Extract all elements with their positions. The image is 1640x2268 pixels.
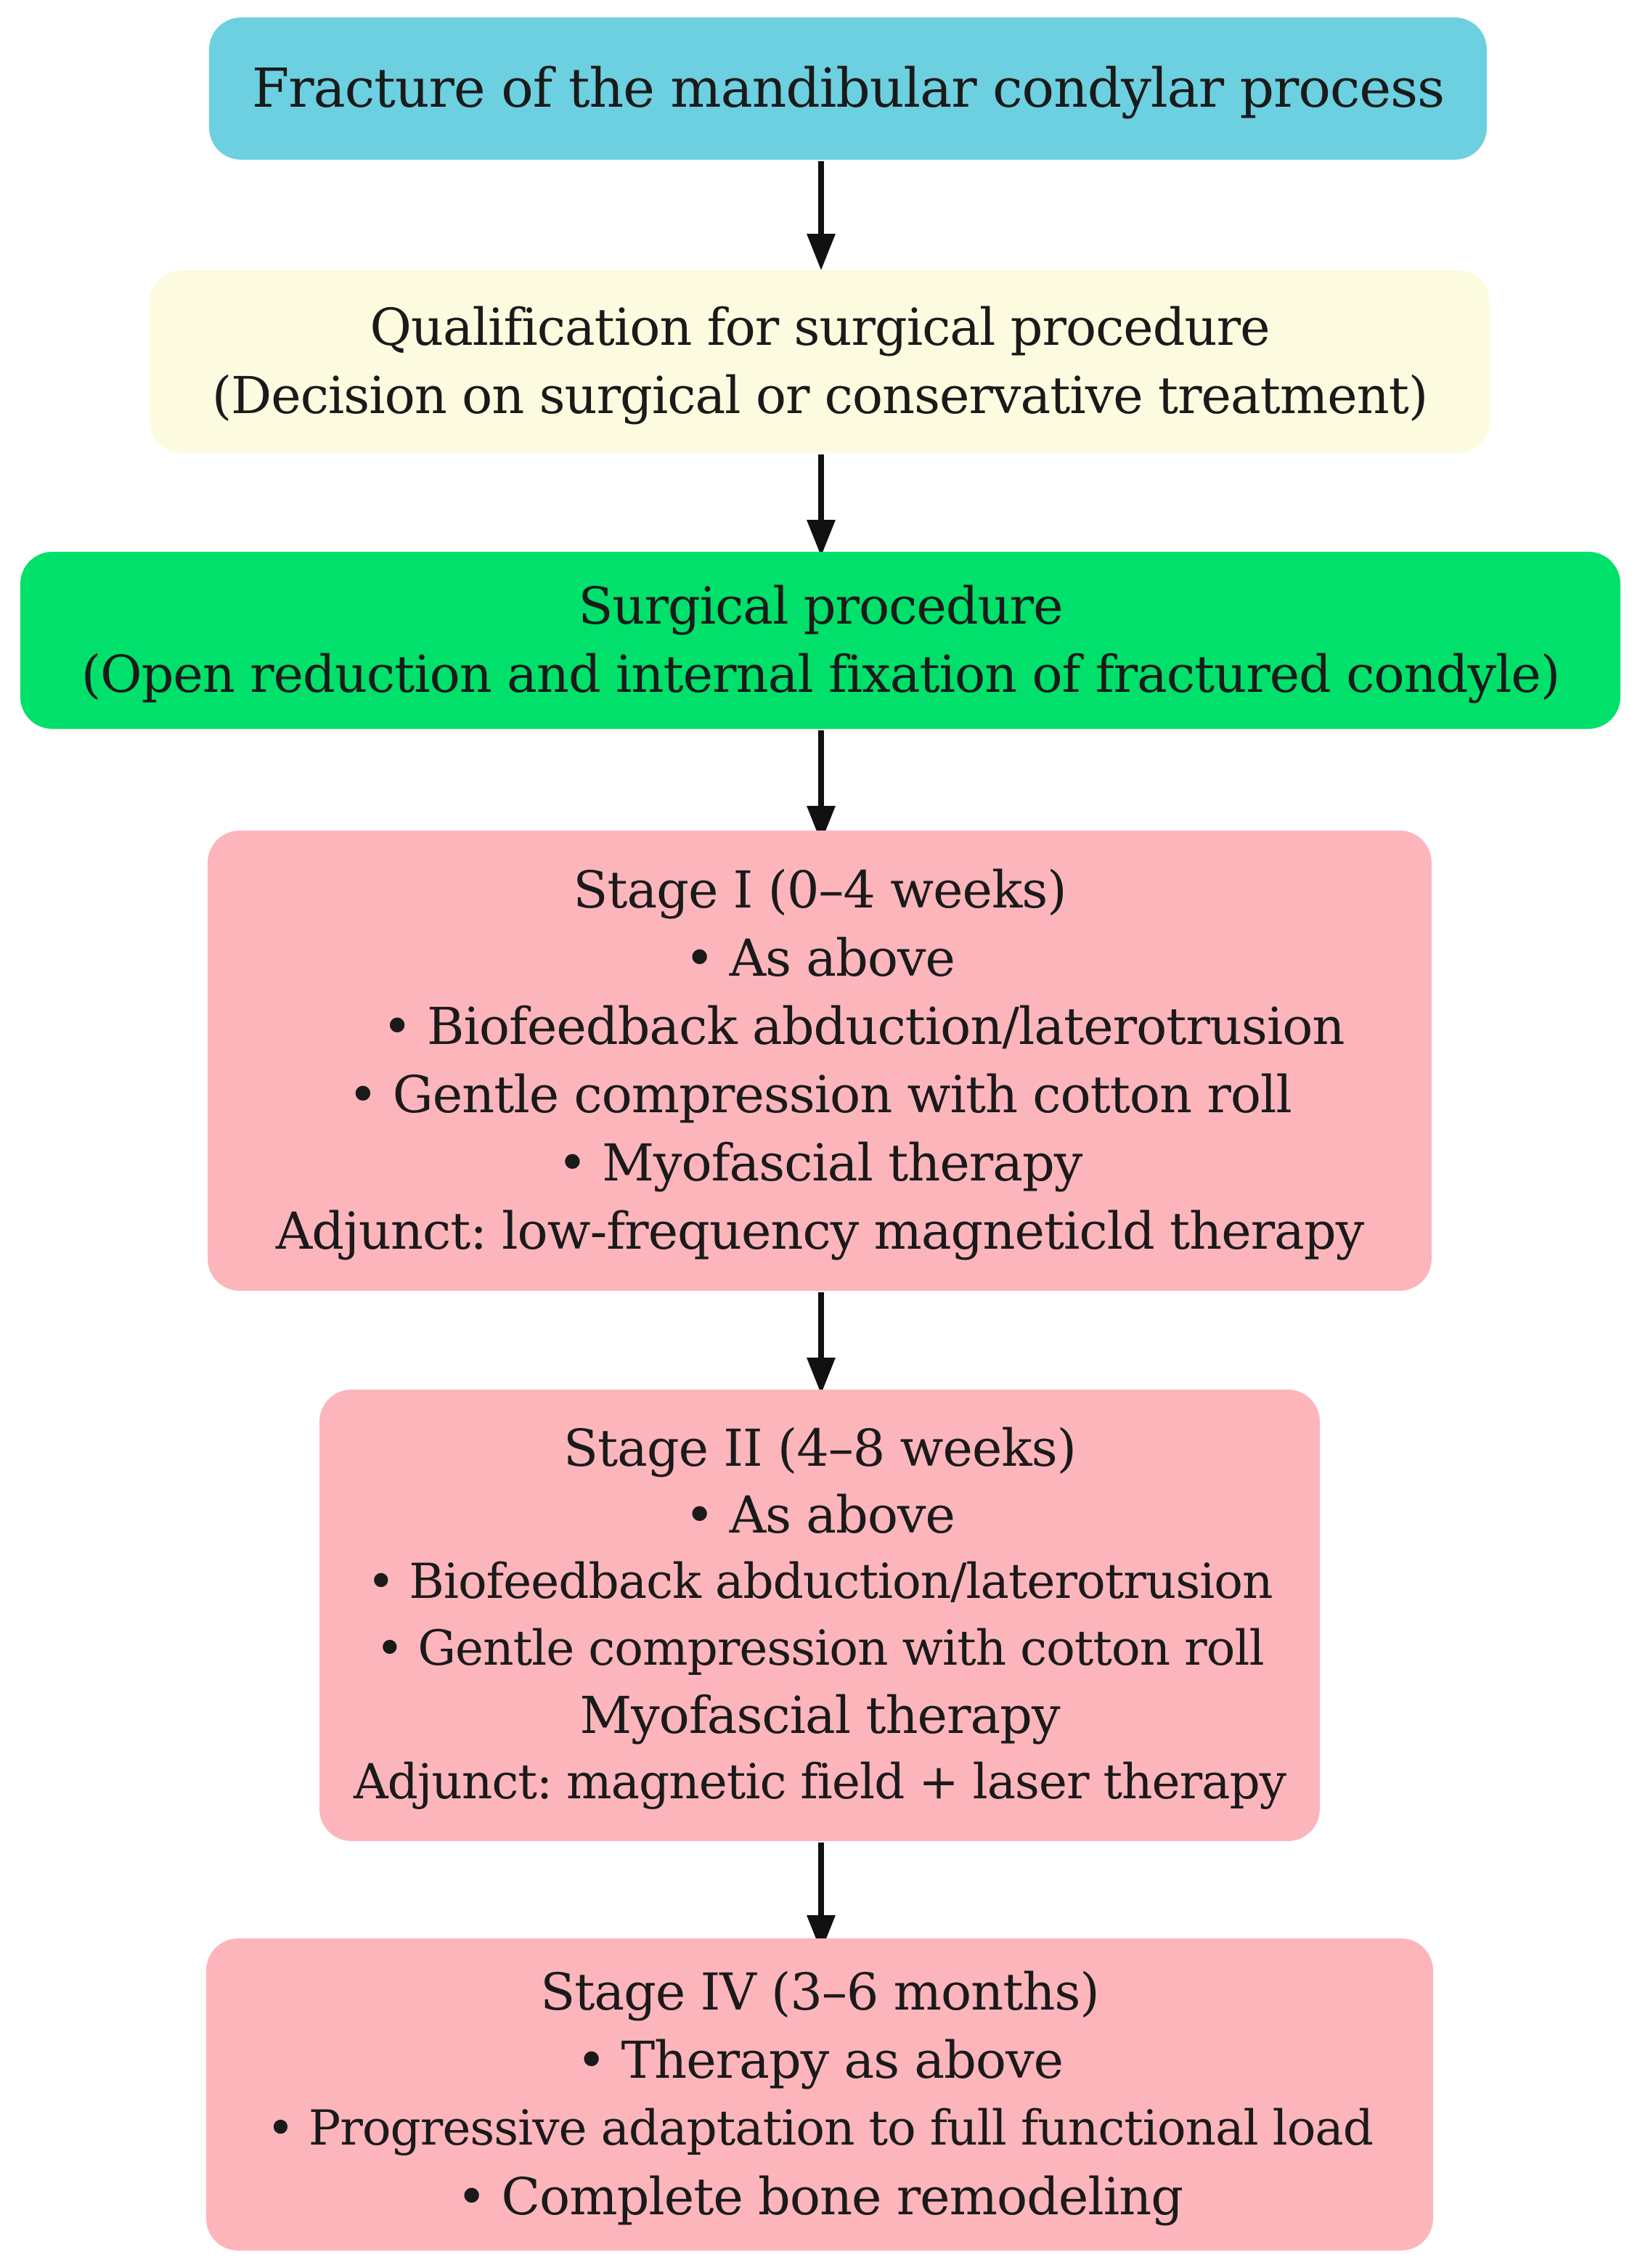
qualification-box: Qualification for surgical procedure (De… xyxy=(150,270,1490,453)
arrow-down-icon xyxy=(807,1292,836,1394)
stage-1-title: Stage I (0–4 weeks) xyxy=(573,860,1066,920)
arrow-down-icon xyxy=(807,1843,836,1951)
arrow-down xyxy=(805,1292,837,1394)
stage-4-item: • Complete bone remodeling xyxy=(456,2167,1183,2227)
arrow-down-icon xyxy=(807,454,836,556)
stage-4-box: Stage IV (3–6 months) • Therapy as above… xyxy=(206,1938,1433,2251)
arrow-down xyxy=(805,161,837,270)
stage-1-item: • Myofascial therapy xyxy=(557,1133,1083,1193)
arrow-down xyxy=(805,1843,837,1951)
stage-2-adjunct: Adjunct: magnetic field + laser therapy xyxy=(353,1754,1286,1810)
stage-2-item: Myofascial therapy xyxy=(579,1686,1060,1745)
stage-1-item: • Biofeedback abduction/laterotrusion xyxy=(382,997,1345,1056)
stage-1-item: • Gentle compression with cotton roll xyxy=(348,1065,1292,1125)
surgical-subtitle: (Open reduction and internal fixation of… xyxy=(81,645,1560,704)
stage-2-item: • Gentle compression with cotton roll xyxy=(375,1620,1264,1676)
stage-2-box: Stage II (4–8 weeks) • As above • Biofee… xyxy=(319,1390,1320,1841)
fracture-box: Fracture of the mandibular condylar proc… xyxy=(209,17,1487,160)
arrow-down xyxy=(805,454,837,556)
qualification-title: Qualification for surgical procedure xyxy=(370,298,1270,357)
stage-1-item: • As above xyxy=(685,929,955,988)
stage-4-item: • Therapy as above xyxy=(576,2031,1064,2090)
qualification-subtitle: (Decision on surgical or conservative tr… xyxy=(211,366,1428,425)
stage-4-title: Stage IV (3–6 months) xyxy=(540,1962,1099,2022)
stage-2-title: Stage II (4–8 weeks) xyxy=(563,1419,1077,1478)
surgical-title: Surgical procedure xyxy=(578,576,1063,636)
stage-2-item: • As above xyxy=(685,1485,955,1545)
stage-1-box: Stage I (0–4 weeks) • As above • Biofeed… xyxy=(208,831,1432,1291)
arrow-down-icon xyxy=(807,161,836,270)
stage-1-adjunct: Adjunct: low-frequency magneticld therap… xyxy=(275,1202,1364,1261)
stage-2-item: • Biofeedback abduction/laterotrusion xyxy=(367,1554,1273,1610)
stage-4-item: • Progressive adaptation to full functio… xyxy=(266,2100,1374,2156)
arrow-down-icon xyxy=(807,730,836,842)
fracture-box-line: Fracture of the mandibular condylar proc… xyxy=(251,57,1445,120)
surgical-procedure-box: Surgical procedure (Open reduction and i… xyxy=(20,552,1620,729)
arrow-down xyxy=(805,730,837,842)
